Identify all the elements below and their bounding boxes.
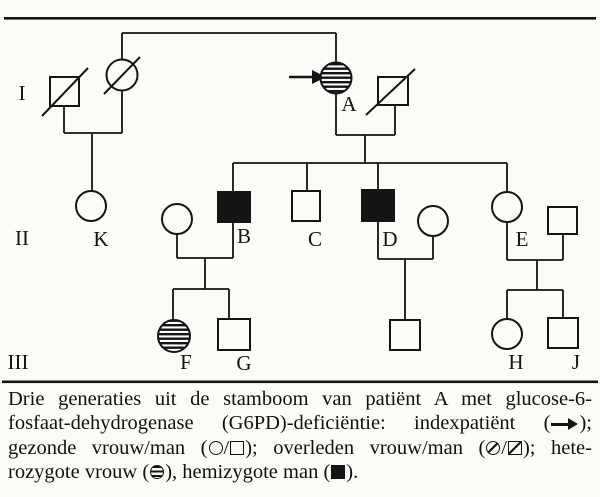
individual-H-healthy-woman-symbol [491, 318, 523, 350]
deceased-woman-symbol-icon [486, 440, 501, 455]
generation-label-2: II [15, 226, 29, 250]
caption-text: gezonde vrouw/man ( [8, 436, 208, 459]
individual-C-healthy-man-symbol [291, 190, 321, 222]
bottom-rule [2, 380, 598, 384]
caption-text: / [501, 436, 507, 459]
caption-line-2: fosfaat-dehydrogenase (G6PD)-deficiëntie… [8, 411, 592, 435]
caption-text: ); overleden vrouw/man ( [245, 436, 486, 459]
individual-label-B: B [237, 224, 251, 248]
index-patient-arrow-icon [289, 70, 326, 84]
gen3-right-sibship-line [506, 289, 564, 320]
caption-line-4: rozygote vrouw ( ), hemizygote man (). [8, 460, 592, 484]
caption-text: ). [346, 461, 359, 484]
individual-K-healthy-woman-symbol [75, 190, 107, 222]
individual-label-C: C [308, 227, 322, 251]
gen2-d-marriage-line [378, 235, 434, 320]
individual-son-of-D-healthy-man-symbol [389, 319, 421, 351]
gen1-right-marriage-line [335, 92, 396, 163]
caption-text: / [223, 436, 230, 459]
individual-label-J: J [572, 350, 580, 374]
individual-G-healthy-man-symbol [217, 318, 251, 351]
caption-text: fosfaat-dehydrogenase (G6PD)-deficiëntie… [8, 412, 551, 435]
individual-I1-deceased-man-symbol [41, 67, 89, 117]
caption-text: ), hemizygote man ( [165, 461, 331, 484]
individual-J-healthy-man-symbol [547, 317, 579, 349]
individual-wife-of-B-healthy-woman-symbol [161, 203, 193, 235]
figure-caption: Drie generaties uit de stamboom van pati… [8, 387, 592, 485]
caption-text: rozygote vrouw ( [8, 461, 150, 484]
pedigree-chart: I II III A K B C D E F G H J [2, 17, 598, 384]
individual-B-hemizygous-man-symbol [217, 191, 251, 223]
caption-line-1: Drie generaties uit de stamboom van pati… [8, 387, 592, 411]
generation-label-1: I [19, 81, 26, 105]
hemizygous-man-symbol-icon [331, 465, 346, 480]
individual-label-D: D [382, 227, 397, 251]
gen2-e-marriage-line [507, 233, 564, 290]
healthy-woman-symbol-icon [208, 440, 223, 455]
heterozygous-woman-symbol-icon [150, 465, 165, 480]
individual-label-F: F [180, 350, 192, 374]
individual-A-heterozygous-woman-symbol [319, 61, 353, 95]
individual-D-hemizygous-man-symbol [361, 189, 395, 222]
caption-text: Drie generaties uit de stamboom van pati… [8, 388, 592, 410]
top-rule [4, 17, 596, 20]
caption-text: ); hete- [522, 436, 592, 459]
individual-label-G: G [236, 351, 251, 375]
individual-I2-deceased-woman-symbol [103, 56, 141, 95]
healthy-man-symbol-icon [230, 440, 245, 455]
gen2-b-marriage-line [176, 233, 233, 289]
individual-I4-deceased-man-symbol [365, 68, 416, 116]
index-patient-arrow-icon [551, 417, 579, 431]
connector-lines [63, 32, 564, 322]
individual-F-heterozygous-woman-symbol [157, 319, 191, 353]
individual-label-E: E [516, 227, 529, 251]
individual-label-K: K [93, 227, 108, 251]
gen1-sibship-line [121, 32, 337, 64]
individual-label-A: A [341, 92, 357, 116]
gen3-left-sibship-line [172, 288, 230, 322]
caption-text: ); [579, 412, 592, 435]
individual-E-healthy-woman-symbol [491, 191, 523, 223]
individual-husband-of-E-healthy-man-symbol [547, 206, 578, 235]
deceased-man-symbol-icon [507, 440, 522, 455]
gen1-left-marriage-line [63, 90, 123, 192]
caption-line-3: gezonde vrouw/man ( / ); overleden vrouw/m… [8, 436, 592, 460]
generation-label-3: III [8, 350, 29, 374]
individual-label-H: H [508, 350, 523, 374]
individual-wife-of-D-healthy-woman-symbol [417, 205, 449, 237]
